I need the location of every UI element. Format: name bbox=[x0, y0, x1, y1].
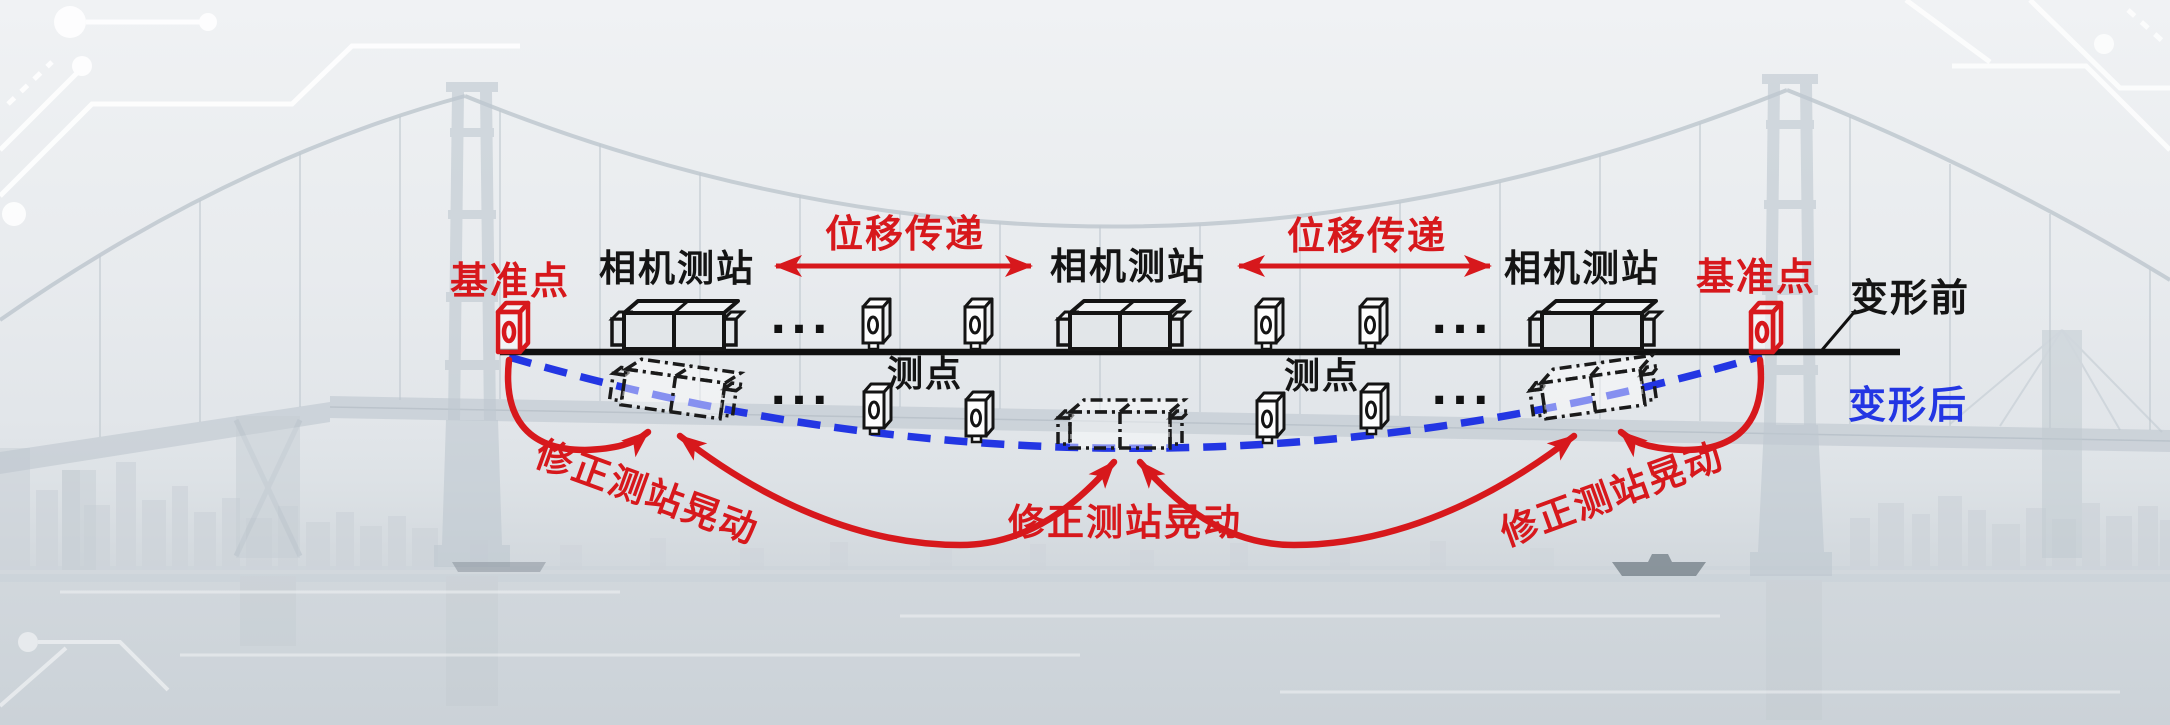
camera-station-icon-2 bbox=[1056, 299, 1191, 351]
reference-point-label-left: 基准点 bbox=[449, 259, 570, 303]
sway-arc-right-short bbox=[1617, 356, 1765, 458]
camera-station-icon-3 bbox=[1528, 299, 1663, 351]
measurement-target-icon bbox=[1254, 297, 1285, 351]
camera-station-displaced-icon-2 bbox=[1056, 398, 1191, 450]
circuit-decoration-top-left bbox=[0, 6, 520, 226]
measurement-target-displaced-icon bbox=[1255, 391, 1286, 445]
ellipsis-bottom-left: ··· bbox=[769, 375, 833, 426]
reference-target-icon-left bbox=[498, 303, 528, 352]
boat-silhouette bbox=[1612, 554, 1706, 576]
camera-station-label-1: 相机测站 bbox=[599, 247, 755, 290]
displacement-transfer-label-left: 位移传递 bbox=[825, 212, 986, 256]
before-label-pointer-line bbox=[1820, 309, 1858, 351]
measurement-point-label-left: 测点 bbox=[886, 354, 963, 395]
sway-arc-left-short bbox=[504, 356, 652, 458]
reference-point-label-right: 基准点 bbox=[1695, 255, 1816, 299]
ellipsis-top-right: ··· bbox=[1430, 304, 1494, 355]
measurement-target-icon bbox=[861, 297, 892, 351]
before-deformation-label: 变形前 bbox=[1849, 276, 1970, 320]
measurement-target-icon bbox=[1358, 297, 1389, 351]
correct-station-sway-label-center: 修正测站晃动 bbox=[1008, 501, 1242, 544]
measurement-target-displaced-icon bbox=[964, 390, 995, 444]
boat-silhouette bbox=[452, 562, 546, 572]
sway-arc-right-long bbox=[1136, 432, 1578, 549]
circuit-decoration-bottom-left bbox=[0, 632, 170, 708]
camera-station-displaced-icon-3 bbox=[1525, 352, 1666, 423]
ellipsis-top-left: ··· bbox=[769, 304, 833, 355]
water-reflections bbox=[0, 574, 2170, 720]
measurement-target-icon bbox=[963, 297, 994, 351]
measurement-target-displaced-icon bbox=[1359, 382, 1390, 436]
measurement-point-label-right: 测点 bbox=[1283, 356, 1360, 397]
ellipsis-bottom-right: ··· bbox=[1430, 375, 1494, 426]
reference-target-icon-right bbox=[1751, 303, 1781, 352]
after-deformation-label: 变形后 bbox=[1847, 383, 1968, 427]
sway-arc-left-long bbox=[676, 432, 1118, 549]
camera-station-label-2: 相机测站 bbox=[1050, 245, 1206, 288]
circuit-decoration-top-right bbox=[1904, 0, 2170, 152]
camera-station-icon-1 bbox=[610, 299, 745, 351]
displacement-transfer-label-right: 位移传递 bbox=[1287, 214, 1448, 258]
camera-station-label-3: 相机测站 bbox=[1504, 247, 1660, 290]
bridge-silhouette bbox=[0, 74, 2170, 720]
